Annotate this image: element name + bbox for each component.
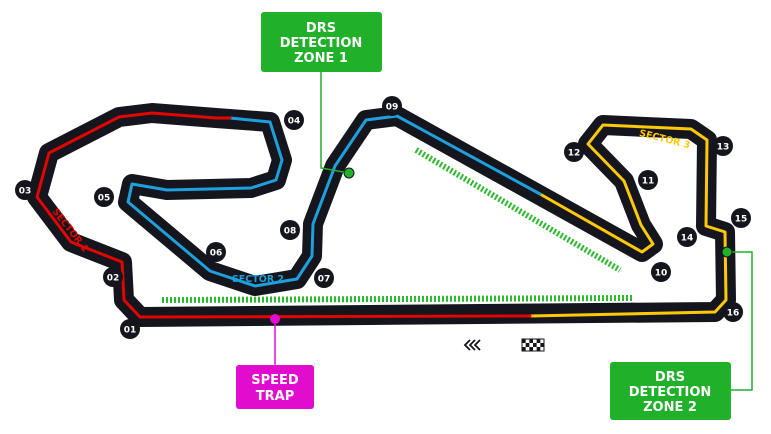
drs-detection-zone-1-box: DRS DETECTION ZONE 1: [261, 12, 382, 72]
turn-12-marker: 12: [564, 142, 584, 162]
turn-15-label: 15: [735, 215, 748, 225]
turn-11-marker: 11: [638, 170, 658, 190]
turn-08-marker: 08: [280, 220, 300, 240]
drs-1-line-1: DRS: [306, 21, 336, 36]
drs-zone-back-straight: [414, 147, 622, 273]
speed-trap-line-1: SPEED: [251, 373, 299, 388]
drs-2-leader-line: [727, 251, 753, 391]
turn-01-marker: 01: [120, 319, 140, 339]
drs-1-line-2: DETECTION: [280, 36, 363, 51]
speed-trap-point: [270, 314, 280, 324]
turn-05-label: 05: [98, 194, 111, 204]
sector-2-line: [126, 114, 542, 288]
turn-15-marker: 15: [731, 208, 751, 228]
turn-10-label: 10: [655, 269, 668, 279]
turn-07-label: 07: [318, 275, 331, 285]
speed-trap-line-2: TRAP: [256, 389, 294, 404]
drs-2-line-3: ZONE 2: [643, 400, 697, 415]
drs-1-detection-point: [343, 167, 355, 179]
turn-10-marker: 10: [651, 262, 671, 282]
speed-trap-box: SPEED TRAP: [236, 365, 314, 409]
turn-09-marker: 09: [382, 96, 402, 116]
drs-1-leader-line: [320, 72, 350, 174]
track-outline: [27, 103, 736, 327]
turn-07-marker: 07: [314, 268, 334, 288]
turn-09-label: 09: [386, 103, 399, 113]
turn-08-label: 08: [284, 227, 297, 237]
sector-3-line: [528, 123, 728, 318]
turn-02-marker: 02: [103, 267, 123, 287]
turn-12-label: 12: [568, 149, 581, 159]
drs-detection-zone-2-box: DRS DETECTION ZONE 2: [610, 362, 731, 420]
drs-2-detection-point: [721, 246, 733, 258]
turn-04-label: 04: [288, 117, 301, 127]
sector-2-label: SECTOR 2: [232, 274, 284, 285]
triple-chevron-left-icon: [463, 339, 481, 351]
turn-14-marker: 14: [677, 227, 697, 247]
turn-13-marker: 13: [713, 136, 733, 156]
checkered-flag-icon: [521, 338, 545, 352]
turn-16-label: 16: [727, 309, 740, 319]
drs-1-line-3: ZONE 1: [294, 51, 348, 66]
turn-03-marker: 03: [15, 180, 35, 200]
turn-03-label: 03: [19, 187, 32, 197]
drs-zone-main-straight: [161, 295, 633, 303]
turn-06-label: 06: [210, 249, 223, 259]
sector-1-line: [35, 111, 532, 319]
turn-13-label: 13: [717, 143, 730, 153]
turn-01-label: 01: [124, 326, 137, 336]
turn-06-marker: 06: [206, 242, 226, 262]
turn-14-label: 14: [681, 234, 694, 244]
drs-activation-zones: [161, 147, 633, 303]
turn-04-marker: 04: [284, 110, 304, 130]
drs-2-line-1: DRS: [655, 370, 685, 385]
turn-11-label: 11: [642, 177, 655, 187]
drs-2-line-2: DETECTION: [629, 385, 712, 400]
turn-markers: 01 02 03 04 05 06 07 08 09 10 11 12 13 1…: [15, 96, 751, 339]
turn-02-label: 02: [107, 274, 120, 284]
turn-05-marker: 05: [94, 187, 114, 207]
turn-16-marker: 16: [723, 302, 743, 322]
